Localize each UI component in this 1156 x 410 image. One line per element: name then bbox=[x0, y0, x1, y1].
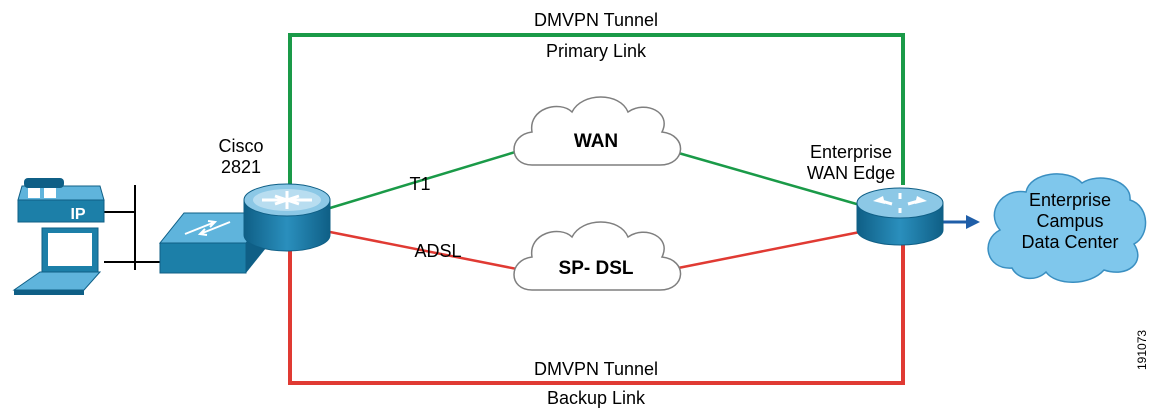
primary-link-label: Primary Link bbox=[546, 41, 647, 61]
t1-link-right bbox=[667, 148, 861, 207]
adsl-label: ADSL bbox=[414, 241, 461, 261]
campus-label-2: Campus bbox=[1036, 211, 1103, 231]
t1-link-left bbox=[329, 148, 523, 210]
arrow-to-campus bbox=[942, 215, 980, 229]
primary-tunnel-path bbox=[288, 33, 905, 185]
adsl-link-right bbox=[667, 230, 861, 272]
backup-link-label: Backup Link bbox=[547, 388, 646, 408]
router-right-name-1: Enterprise bbox=[810, 142, 892, 162]
wan-cloud-label: WAN bbox=[574, 131, 618, 152]
cisco-2821-router-icon bbox=[243, 183, 331, 252]
tunnel-bottom-label: DMVPN Tunnel bbox=[534, 359, 658, 379]
phone-ip-badge: IP bbox=[70, 206, 85, 223]
tunnel-top-label: DMVPN Tunnel bbox=[534, 10, 658, 30]
t1-label: T1 bbox=[409, 174, 430, 194]
sp-dsl-cloud bbox=[513, 221, 682, 291]
ip-phone-icon: IP bbox=[17, 178, 105, 223]
adsl-link-left bbox=[329, 230, 523, 272]
router-right-name-2: WAN Edge bbox=[807, 163, 895, 183]
wan-cloud bbox=[513, 96, 682, 166]
router-left-name-2: 2821 bbox=[221, 157, 261, 177]
sp-dsl-cloud-label: SP- DSL bbox=[559, 258, 634, 279]
backup-tunnel-path bbox=[288, 238, 905, 385]
wan-edge-router-icon bbox=[856, 187, 944, 246]
campus-label-3: Data Center bbox=[1021, 232, 1118, 252]
router-left-name-1: Cisco bbox=[218, 136, 263, 156]
campus-label-1: Enterprise bbox=[1029, 190, 1111, 210]
figure-id: 191073 bbox=[1135, 330, 1149, 370]
laptop-icon bbox=[12, 227, 102, 295]
campus-cloud bbox=[987, 173, 1147, 283]
